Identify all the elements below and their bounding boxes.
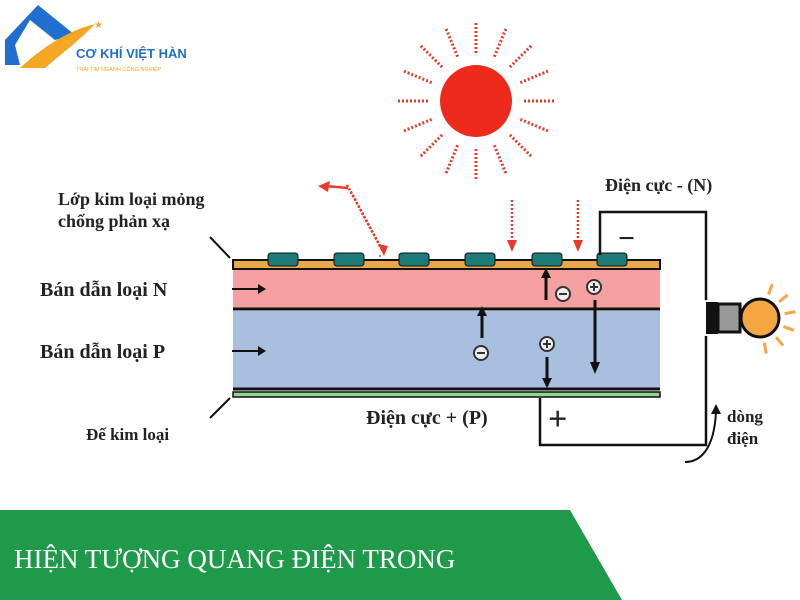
logo: ★ CƠ KHÍ VIỆT HÀN TRÁI TIM NGÀNH CÔNG NG… xyxy=(5,5,187,73)
sun-ray xyxy=(418,43,444,69)
logo-swoosh-icon xyxy=(20,24,95,68)
wire-positive xyxy=(538,336,708,447)
sun-disc xyxy=(440,65,512,137)
logo-name: CƠ KHÍ VIỆT HÀN xyxy=(76,46,187,61)
bulb-ray xyxy=(782,325,795,332)
title-banner xyxy=(0,510,622,600)
hole-icon xyxy=(586,279,602,295)
contact-pad xyxy=(596,252,628,267)
sun-ray xyxy=(401,117,433,134)
negative-electrode-label: Điện cực - (N) xyxy=(605,175,712,196)
sun-ray xyxy=(443,26,460,58)
contact-pad xyxy=(464,252,496,267)
sun-ray xyxy=(401,68,433,85)
sun-ray xyxy=(519,117,551,134)
n-layer-label: Bán dẫn loại N xyxy=(40,279,168,301)
light-bulb-icon xyxy=(706,283,796,354)
contact-pad xyxy=(398,252,430,267)
incident-ray xyxy=(345,184,387,256)
electron-icon xyxy=(473,345,489,361)
anti-reflective-coating xyxy=(232,259,661,270)
sun-ray xyxy=(519,68,551,85)
current-label-2: điện xyxy=(727,429,759,448)
bulb-ray xyxy=(778,293,789,304)
contact-pad xyxy=(333,252,365,267)
sun-ray xyxy=(508,133,534,159)
ray-arrowheads xyxy=(318,181,583,256)
logo-star-icon: ★ xyxy=(94,20,103,31)
coating-label-1: Lớp kim loại mỏng xyxy=(58,189,205,209)
bulb-ray xyxy=(774,336,785,347)
positive-electrode-label: Điện cực + (P) xyxy=(366,407,488,429)
coating-label-2: chống phản xạ xyxy=(58,211,170,231)
hole-icon xyxy=(539,336,555,352)
contact-pad xyxy=(531,252,563,267)
electron-icon xyxy=(555,286,571,302)
wire-negative xyxy=(598,210,708,300)
substrate-label: Đế kim loại xyxy=(86,425,169,444)
banner-title: HIỆN TƯỢNG QUANG ĐIỆN TRONG xyxy=(14,544,455,574)
bulb-ray xyxy=(784,310,796,316)
current-label-1: dòng xyxy=(727,407,763,426)
sun-ray xyxy=(443,144,460,176)
contact-pads xyxy=(267,252,628,267)
p-layer-label: Bán dẫn loại P xyxy=(40,341,165,363)
sun-ray xyxy=(492,26,509,58)
contact-pad xyxy=(267,252,299,267)
minus-sign: − xyxy=(618,222,635,255)
bulb-ray xyxy=(767,283,774,296)
plus-sign: + xyxy=(548,401,567,438)
logo-house-icon xyxy=(5,5,75,65)
p-layer xyxy=(233,311,660,389)
metal-substrate xyxy=(232,391,661,398)
label-pointers xyxy=(209,236,717,463)
bulb-ray xyxy=(762,342,768,354)
sun-ray xyxy=(492,144,509,176)
logo-tagline: TRÁI TIM NGÀNH CÔNG NGHIỆP xyxy=(76,65,162,73)
sun-ray xyxy=(508,43,534,69)
sun xyxy=(396,21,556,181)
sun-ray xyxy=(418,133,444,159)
